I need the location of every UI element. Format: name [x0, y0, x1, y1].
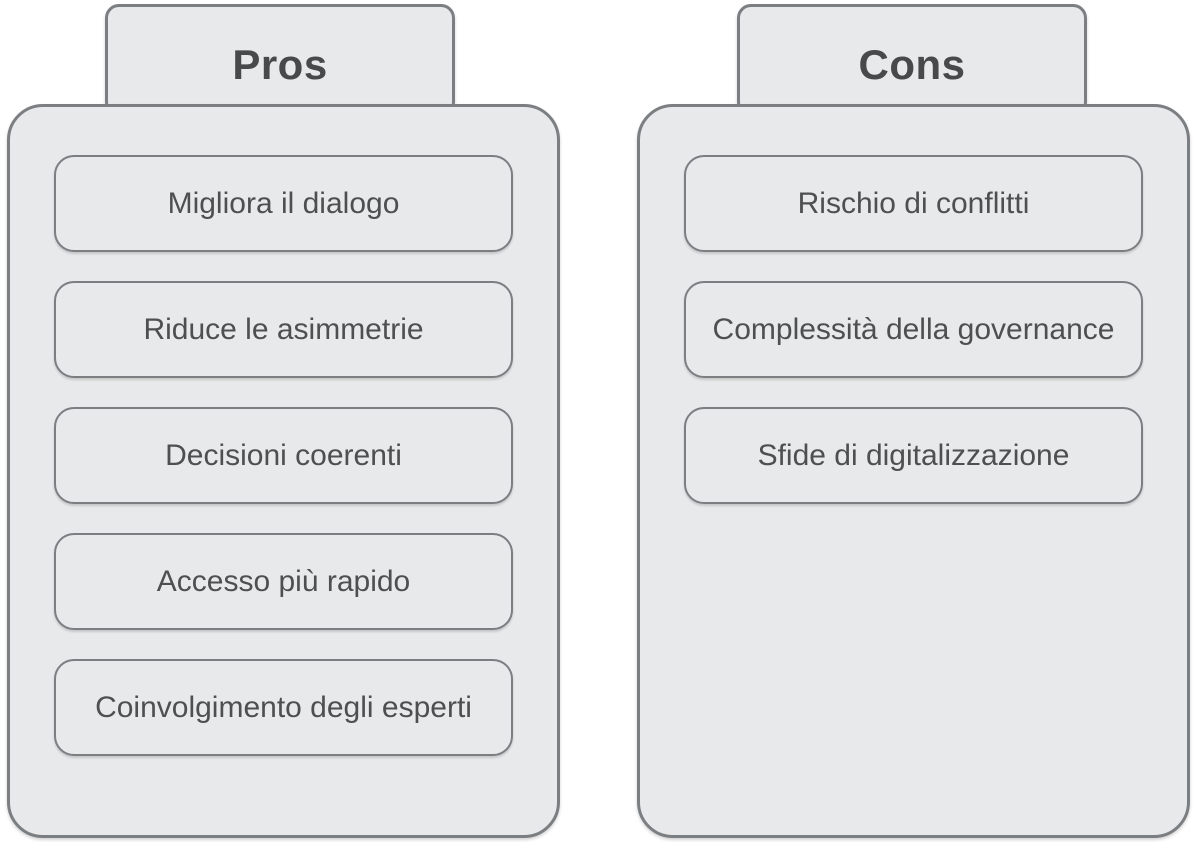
cons-item: Sfide di digitalizzazione	[684, 407, 1143, 504]
pros-item: Decisioni coerenti	[54, 407, 513, 504]
cons-item: Complessità della governance	[684, 281, 1143, 378]
pros-tab: Pros	[105, 4, 455, 116]
pros-item: Coinvolgimento degli esperti	[54, 659, 513, 756]
pros-item: Accesso più rapido	[54, 533, 513, 630]
pros-item: Migliora il dialogo	[54, 155, 513, 252]
cons-item: Rischio di conflitti	[684, 155, 1143, 252]
cons-tab-label: Cons	[858, 41, 966, 88]
pros-tab-label: Pros	[232, 41, 328, 88]
cons-tab: Cons	[737, 4, 1087, 116]
pros-item: Riduce le asimmetrie	[54, 281, 513, 378]
